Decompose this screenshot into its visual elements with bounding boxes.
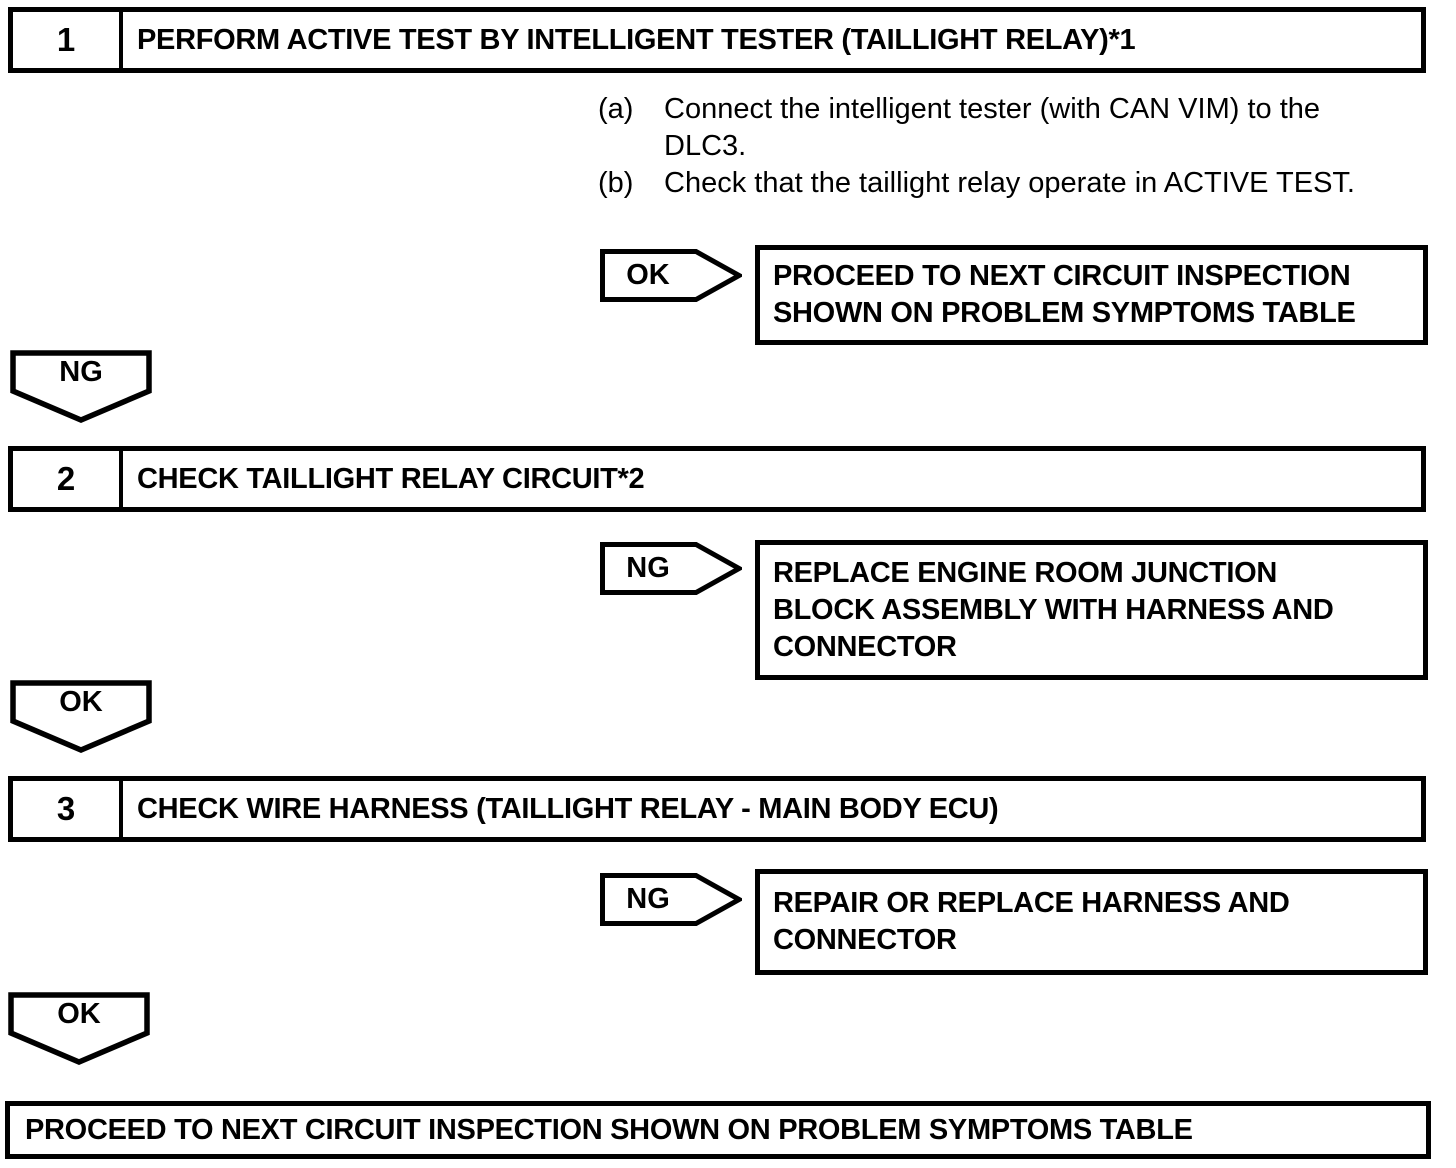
step-3-branch-tag: NG [600, 873, 742, 926]
step-1-connector: NG [10, 350, 152, 424]
result-line: BLOCK ASSEMBLY WITH HARNESS AND [773, 593, 1334, 626]
right-arrow-tag-icon [600, 249, 742, 302]
step-3-header: 3 CHECK WIRE HARNESS (TAILLIGHT RELAY - … [8, 776, 1426, 842]
result-line: CONNECTOR [773, 924, 957, 956]
result-line: SHOWN ON PROBLEM SYMPTOMS TABLE [773, 297, 1356, 329]
down-arrow-pentagon-icon [10, 680, 152, 753]
final-result-box: PROCEED TO NEXT CIRCUIT INSPECTION SHOWN… [5, 1101, 1431, 1159]
step-3-connector: OK [8, 992, 150, 1066]
instruction-line: Check that the taillight relay operate i… [664, 167, 1355, 199]
step-2-number: 2 [13, 451, 123, 507]
final-result-text: PROCEED TO NEXT CIRCUIT INSPECTION SHOWN… [25, 1113, 1193, 1146]
instruction-text: Connect the intelligent tester (with CAN… [664, 91, 1320, 165]
step-1-result-box: PROCEED TO NEXT CIRCUIT INSPECTION SHOWN… [755, 245, 1428, 345]
connector-label: NG [59, 355, 103, 388]
branch-tag-label: NG [626, 552, 670, 584]
result-line: REPLACE ENGINE ROOM JUNCTION [773, 556, 1277, 589]
right-arrow-tag-icon [600, 873, 742, 926]
step-1-branch-tag: OK [600, 249, 742, 302]
instruction-item-a: (a) Connect the intelligent tester (with… [598, 91, 1355, 165]
instruction-item-b: (b) Check that the taillight relay opera… [598, 165, 1355, 202]
instruction-text: Check that the taillight relay operate i… [664, 165, 1355, 202]
down-arrow-pentagon-icon [8, 992, 150, 1065]
step-1-header: 1 PERFORM ACTIVE TEST BY INTELLIGENT TES… [8, 7, 1426, 73]
down-arrow-pentagon-icon [10, 350, 152, 423]
step-1-title: PERFORM ACTIVE TEST BY INTELLIGENT TESTE… [137, 23, 1136, 56]
instruction-marker: (b) [598, 167, 634, 199]
branch-tag-label: NG [626, 883, 670, 915]
step-2-result-box: REPLACE ENGINE ROOM JUNCTION BLOCK ASSEM… [755, 540, 1428, 680]
step-1-instructions: (a) Connect the intelligent tester (with… [598, 91, 1355, 202]
step-3-result-box: REPAIR OR REPLACE HARNESS AND CONNECTOR [755, 869, 1428, 975]
step-2-connector: OK [10, 680, 152, 754]
step-2-branch-tag: NG [600, 542, 742, 595]
right-arrow-tag-icon [600, 542, 742, 595]
step-3-number: 3 [13, 781, 123, 837]
step-3-title: CHECK WIRE HARNESS (TAILLIGHT RELAY - MA… [137, 792, 999, 825]
result-line: PROCEED TO NEXT CIRCUIT INSPECTION [773, 260, 1351, 292]
instruction-line: Connect the intelligent tester (with CAN… [664, 93, 1321, 125]
step-2-header: 2 CHECK TAILLIGHT RELAY CIRCUIT*2 [8, 446, 1426, 512]
result-line: REPAIR OR REPLACE HARNESS AND [773, 887, 1290, 919]
instruction-marker: (a) [598, 93, 634, 125]
instruction-line: DLC3. [664, 130, 747, 162]
step-2-title: CHECK TAILLIGHT RELAY CIRCUIT*2 [137, 462, 645, 495]
step-1-number: 1 [13, 12, 123, 68]
connector-label: OK [59, 685, 103, 718]
branch-tag-label: OK [626, 259, 670, 291]
result-line: CONNECTOR [773, 630, 957, 663]
connector-label: OK [57, 997, 101, 1030]
